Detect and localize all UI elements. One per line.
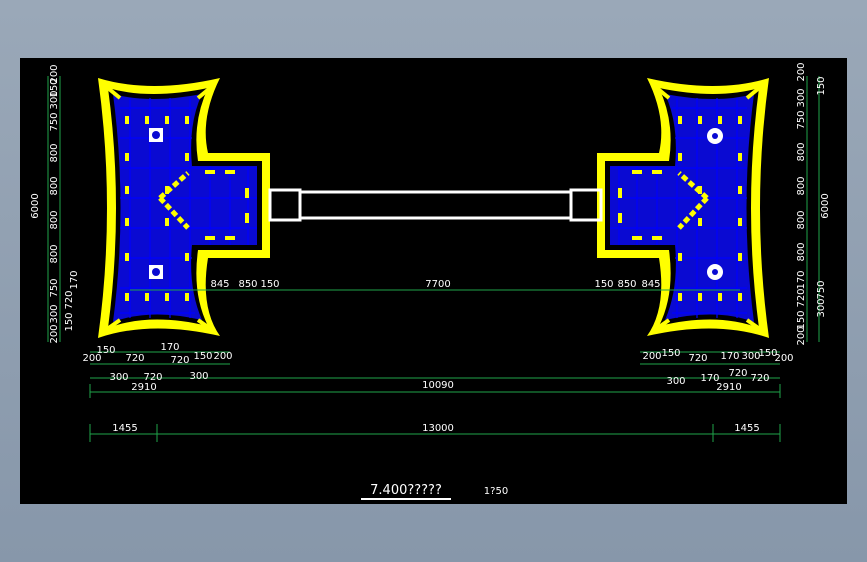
svg-text:150: 150	[49, 78, 60, 97]
dim-overall-left: 1455	[112, 423, 137, 434]
svg-text:150: 150	[193, 351, 212, 362]
svg-text:720: 720	[688, 353, 707, 364]
drawing-caption: 7.400?????	[370, 483, 442, 498]
right-column-marks	[618, 116, 742, 301]
svg-text:750: 750	[49, 278, 60, 297]
svg-text:750: 750	[49, 112, 60, 131]
left-beam-grid	[120, 98, 257, 318]
dim-bottom-left: 150 170 200 720 720 150 200 300 720 300 …	[82, 342, 232, 393]
svg-text:720: 720	[728, 368, 747, 379]
svg-text:170: 170	[69, 270, 80, 289]
svg-text:150: 150	[758, 348, 777, 359]
cad-viewport[interactable]: 6000 200 150 300 750 800 800 800 800 750…	[20, 58, 847, 504]
svg-text:150: 150	[96, 345, 115, 356]
svg-text:300: 300	[189, 371, 208, 382]
drawing-scale: 1?50	[484, 486, 508, 497]
right-pavilion	[597, 78, 769, 338]
svg-text:800: 800	[49, 244, 60, 263]
fan-icon	[707, 264, 723, 280]
svg-text:150: 150	[661, 348, 680, 359]
dim-left-total: 6000	[30, 193, 41, 218]
dim-right-total: 6000	[820, 193, 831, 218]
dim-row-mid: 150 845 850 7700 150 850 845	[210, 279, 660, 290]
svg-text:200: 200	[49, 64, 60, 83]
svg-text:300: 300	[109, 372, 128, 383]
svg-text:150: 150	[594, 279, 613, 290]
svg-text:720: 720	[143, 372, 162, 383]
corridor	[268, 188, 603, 222]
svg-text:300: 300	[49, 90, 60, 109]
svg-text:850: 850	[617, 279, 636, 290]
floor-plan-drawing: 6000 200 150 300 750 800 800 800 800 750…	[30, 62, 831, 500]
svg-text:200: 200	[49, 324, 60, 343]
svg-text:200: 200	[213, 351, 232, 362]
svg-text:850: 850	[238, 279, 257, 290]
svg-text:300: 300	[49, 304, 60, 323]
dim-bottom-right: 200 150 720 170 300 150 200 300 170 720 …	[642, 348, 793, 393]
svg-text:300: 300	[666, 376, 685, 387]
svg-text:200: 200	[82, 353, 101, 364]
svg-text:200: 200	[642, 351, 661, 362]
svg-text:800: 800	[49, 176, 60, 195]
svg-text:845: 845	[210, 279, 229, 290]
svg-text:750: 750	[816, 280, 827, 299]
svg-text:845: 845	[641, 279, 660, 290]
svg-text:170: 170	[700, 373, 719, 384]
dim-overall-center: 13000	[422, 423, 454, 434]
svg-text:170: 170	[796, 270, 807, 289]
left-pavilion	[98, 78, 270, 338]
svg-text:150: 150	[260, 279, 279, 290]
svg-text:800: 800	[796, 176, 807, 195]
svg-text:720: 720	[750, 373, 769, 384]
dim-bottom-right-total: 2910	[716, 382, 741, 393]
svg-text:7700: 7700	[425, 279, 450, 290]
svg-text:200: 200	[774, 353, 793, 364]
svg-text:200: 200	[796, 62, 807, 81]
svg-text:800: 800	[796, 210, 807, 229]
svg-text:720: 720	[796, 288, 807, 307]
dim-center-span: 10090	[422, 380, 454, 391]
dim-right-column: 200 150 300 750 800 800 800 800 170 720 …	[796, 62, 827, 345]
fan-icon	[149, 128, 163, 142]
fan-icon	[707, 128, 723, 144]
svg-text:170: 170	[160, 342, 179, 353]
svg-text:720: 720	[170, 355, 189, 366]
svg-text:750: 750	[796, 110, 807, 129]
svg-text:150: 150	[64, 312, 75, 331]
svg-text:800: 800	[796, 142, 807, 161]
svg-text:200: 200	[796, 326, 807, 345]
svg-text:800: 800	[49, 143, 60, 162]
dim-bottom-left-total: 2910	[131, 382, 156, 393]
svg-text:720: 720	[64, 290, 75, 309]
svg-text:300: 300	[796, 88, 807, 107]
dim-left-column: 200 150 300 750 800 800 800 800 750 170 …	[49, 64, 80, 343]
svg-text:300: 300	[816, 298, 827, 317]
fan-icon	[149, 265, 163, 279]
svg-text:800: 800	[49, 210, 60, 229]
svg-text:800: 800	[796, 242, 807, 261]
svg-text:170: 170	[720, 351, 739, 362]
svg-text:300: 300	[741, 351, 760, 362]
svg-text:150: 150	[816, 76, 827, 95]
svg-text:720: 720	[125, 353, 144, 364]
dim-overall-right: 1455	[734, 423, 759, 434]
dimension-lines	[47, 76, 820, 442]
svg-text:150: 150	[796, 310, 807, 329]
